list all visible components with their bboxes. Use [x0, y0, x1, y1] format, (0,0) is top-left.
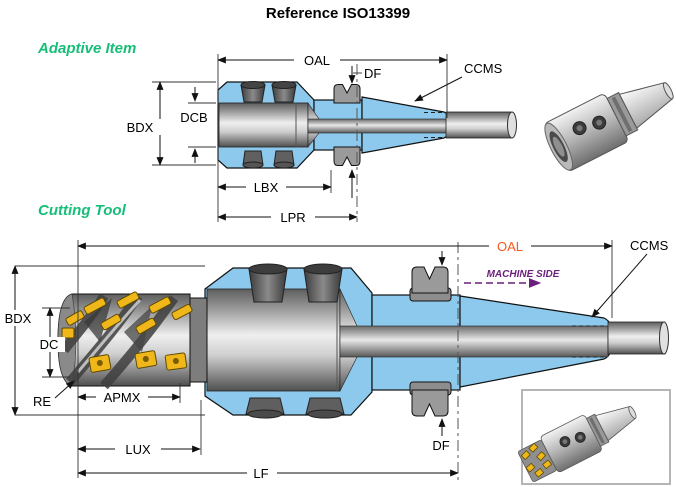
- dimension-re: RE: [33, 380, 75, 409]
- pilot-cylinder: [607, 321, 666, 355]
- bore-cylinder: [218, 102, 309, 148]
- set-screws-top: [240, 81, 297, 103]
- bdx-label: BDX: [5, 311, 32, 326]
- ccms-label: CCMS: [464, 61, 503, 76]
- dimension-df: DF: [348, 66, 381, 198]
- milling-cutter: [57, 291, 208, 390]
- dimension-apmx: APMX: [77, 383, 181, 405]
- dimension-lbx: LBX: [217, 170, 332, 195]
- flange-bottom-tab: [333, 146, 361, 166]
- cutting-tool-dimensions: OAL CCMS MACHINE SIDE DF BDX: [2, 238, 669, 481]
- cutting-tool-cross-section: [57, 263, 669, 419]
- flute-pocket: [84, 298, 112, 342]
- dimension-oal: OAL: [77, 239, 613, 254]
- pilot-end-cap: [507, 111, 517, 139]
- dimension-bdx: BDX: [117, 81, 216, 166]
- ccms-label: CCMS: [630, 238, 669, 253]
- oal-label: OAL: [497, 239, 523, 254]
- pilot-end-cap: [659, 321, 669, 355]
- inner-shank: [339, 325, 609, 358]
- dimension-ccms: CCMS: [591, 238, 669, 318]
- lbx-label: LBX: [254, 180, 279, 195]
- df-label: DF: [364, 66, 381, 81]
- df-label: DF: [432, 438, 449, 453]
- set-screws-top: [248, 263, 343, 303]
- adaptive-holder-cross-section: [217, 81, 517, 169]
- adaptive-item-label: Adaptive Item: [38, 40, 137, 57]
- lf-label: LF: [253, 466, 268, 481]
- pilot-cylinder: [445, 111, 513, 139]
- cutting-tool-label: Cutting Tool: [38, 202, 126, 219]
- dimension-bdx: BDX: [2, 265, 205, 416]
- dimension-df: DF: [432, 251, 450, 453]
- dimension-lpr: LPR: [217, 209, 358, 225]
- lux-label: LUX: [125, 442, 151, 457]
- flange-top-tab: [411, 266, 449, 294]
- page-title: Reference ISO13399: [265, 5, 411, 22]
- machine-side-label: MACHINE SIDE: [487, 269, 560, 280]
- lpr-label: LPR: [280, 210, 305, 225]
- tool-shank: [206, 288, 341, 392]
- dimension-oal: OAL: [217, 52, 448, 68]
- adaptive-item-dimensions: OAL DF CCMS BDX: [117, 52, 503, 225]
- inner-shank: [307, 118, 449, 134]
- assembly-thumbnail: [517, 389, 671, 485]
- dimension-ccms: CCMS: [414, 61, 503, 102]
- flange-bottom-tab: [411, 389, 449, 417]
- flute-highlight: [76, 298, 142, 373]
- assembly-3d-render: [517, 406, 637, 482]
- flange-top-tab: [333, 84, 361, 104]
- dimension-dcb: DCB: [180, 87, 216, 163]
- dimension-lf: LF: [77, 466, 459, 481]
- re-label: RE: [33, 394, 51, 409]
- bdx-label: BDX: [127, 120, 154, 135]
- apmx-label: APMX: [104, 390, 141, 405]
- dc-label: DC: [40, 337, 59, 352]
- set-screws-bottom: [245, 397, 345, 419]
- set-screws-bottom: [242, 150, 295, 169]
- dimension-dc: DC: [35, 307, 70, 378]
- inserts: [61, 291, 193, 373]
- machine-side-annotation: MACHINE SIDE: [464, 269, 560, 288]
- dcb-label: DCB: [180, 110, 207, 125]
- holder-3d-thumbnail: [544, 82, 674, 171]
- dimension-lux: LUX: [77, 400, 202, 457]
- cutter-3d-inserts: [520, 442, 553, 478]
- oal-label: OAL: [304, 53, 330, 68]
